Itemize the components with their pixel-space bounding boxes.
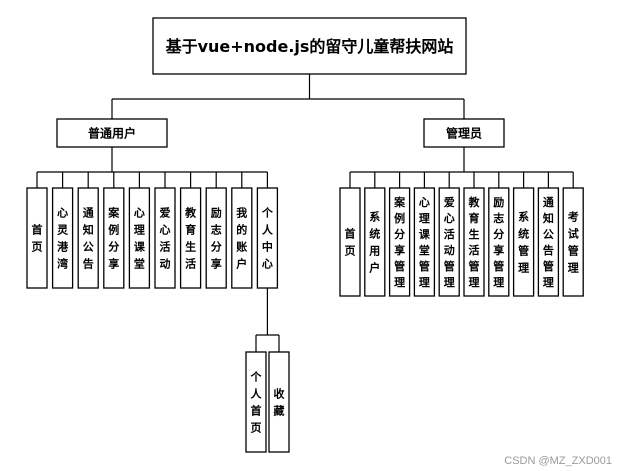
root-node-label: 基于vue+node.js的留守儿童帮扶网站 [165, 37, 454, 56]
leaf-a6-label: 教育生活管理 [468, 195, 481, 289]
branch-user: 普通用户 [56, 118, 168, 148]
branch-admin: 管理员 [423, 118, 505, 148]
leaf-u8: 励志分享 [205, 187, 227, 289]
leaf-a5: 爱心活动管理 [438, 187, 460, 297]
leaf-a2-box [364, 187, 386, 297]
leaf-u3-label: 通知公告 [82, 207, 94, 271]
watermark: CSDN @MZ_ZXD001 [504, 455, 612, 467]
leaf-a7-label: 励志分享管理 [493, 196, 504, 289]
leaf-a2-label: 系统用户 [369, 210, 380, 275]
leaf-a1: 首页 [339, 187, 361, 297]
leaf-u4-label: 案例分享 [107, 206, 120, 271]
leaf-a10-box [562, 187, 584, 297]
leaf-a9-box [537, 187, 560, 297]
leaf-a4-box [413, 187, 436, 297]
leaf-u6-box [154, 187, 176, 289]
leaf-u10b-label: 收藏 [274, 387, 285, 418]
leaf-a7-box [488, 187, 510, 297]
root-node-box [152, 17, 467, 75]
leaf-u7-label: 教育生活 [184, 206, 197, 271]
leaf-a5-label: 爱心活动管理 [444, 196, 455, 289]
leaf-u6: 爱心活动 [154, 187, 176, 289]
root-node: 基于vue+node.js的留守儿童帮扶网站 [152, 17, 467, 75]
leaf-u10-box [256, 187, 279, 289]
leaf-u3-box [77, 187, 99, 289]
leaf-a1-label: 首页 [345, 227, 356, 258]
leaf-u10b-box [268, 351, 290, 453]
leaf-a4: 心理课堂管理 [413, 187, 436, 297]
leaf-u4-box [103, 187, 125, 289]
branch-user-label: 普通用户 [88, 125, 136, 140]
leaf-u5-label: 心理课堂 [134, 207, 146, 271]
leaf-u1: 首页 [26, 187, 48, 289]
leaf-a7: 励志分享管理 [488, 187, 510, 297]
leaf-a3-label: 案例分享管理 [393, 195, 406, 289]
leaf-u9-box [231, 187, 253, 289]
branch-admin-box [423, 118, 505, 148]
leaf-u9: 我的账户 [231, 187, 253, 289]
leaf-u8-box [205, 187, 227, 289]
leaf-u8-label: 励志分享 [211, 207, 222, 271]
leaf-u2: 心灵港湾 [51, 187, 74, 289]
leaf-u3: 通知公告 [77, 187, 99, 289]
leaf-a3-box [388, 187, 411, 297]
leaf-a2: 系统用户 [364, 187, 386, 297]
leaf-u7-box [179, 187, 202, 289]
leaf-u10-label: 个人中心 [261, 206, 274, 271]
leaf-a4-label: 心理课堂管理 [419, 196, 431, 289]
leaf-a3: 案例分享管理 [388, 187, 411, 297]
leaf-a1-box [339, 187, 361, 297]
leaf-u2-label: 心灵港湾 [57, 207, 69, 271]
leaf-u10a-label: 个人首页 [250, 370, 263, 435]
leaf-u1-label: 首页 [32, 223, 43, 254]
leaf-u5-box [128, 187, 151, 289]
leaf-u6-label: 爱心活动 [160, 207, 171, 271]
leaf-u7: 教育生活 [179, 187, 202, 289]
leaf-a8-label: 系统管理 [518, 210, 529, 275]
leaf-a10: 考试管理 [562, 187, 584, 297]
leaf-a5-box [438, 187, 460, 297]
leaf-a10-label: 考试管理 [568, 210, 579, 275]
leaf-a9: 通知公告管理 [537, 187, 560, 297]
leaf-a6: 教育生活管理 [463, 187, 485, 297]
leaf-u10a-box [245, 351, 267, 453]
leaf-u10b: 收藏 [268, 351, 290, 453]
leaf-u9-label: 我的账户 [236, 206, 247, 271]
leaf-a9-label: 通知公告管理 [542, 196, 554, 289]
leaf-u4: 案例分享 [103, 187, 125, 289]
branch-admin-label: 管理员 [446, 125, 482, 140]
leaf-u10: 个人中心 [256, 187, 279, 289]
leaf-u10a: 个人首页 [245, 351, 267, 453]
leaf-u1-box [26, 187, 48, 289]
leaf-u5: 心理课堂 [128, 187, 151, 289]
leaf-a8: 系统管理 [512, 187, 535, 297]
leaf-a8-box [512, 187, 535, 297]
leaf-u2-box [51, 187, 74, 289]
leaf-a6-box [463, 187, 485, 297]
